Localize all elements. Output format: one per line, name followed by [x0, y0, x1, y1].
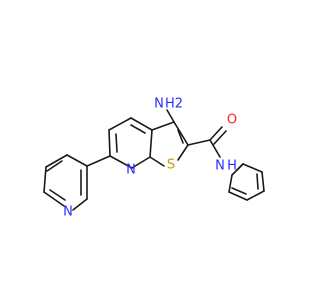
- bond: [209, 126, 223, 141]
- bond: [256, 173, 259, 190]
- bond: [242, 163, 263, 173]
- bond: [130, 124, 146, 134]
- bond: [66, 154, 88, 167]
- bond: [108, 117, 132, 131]
- amide-hydrogen-label: H: [227, 159, 237, 174]
- bond: [228, 191, 248, 201]
- bond: [43, 191, 65, 207]
- bond: [46, 160, 63, 172]
- bond: [187, 139, 211, 146]
- bond: [177, 144, 189, 161]
- bond: [149, 129, 153, 158]
- bond: [173, 121, 189, 146]
- amine-hydrogen-label: H2: [165, 97, 183, 112]
- bond: [246, 190, 265, 201]
- bond: [131, 156, 151, 169]
- bond: [151, 121, 175, 131]
- bond: [149, 156, 165, 167]
- substituent-pyridine-nitrogen-label: N: [63, 205, 73, 220]
- bonds: [43, 109, 265, 211]
- bond: [45, 154, 68, 168]
- amine-nitrogen-label: N: [154, 97, 164, 112]
- bond: [86, 155, 111, 167]
- bond: [213, 130, 227, 145]
- bond: [43, 166, 47, 193]
- bond: [261, 171, 265, 192]
- bond: [130, 117, 153, 131]
- bond: [49, 189, 66, 201]
- carbonyl-oxygen-label: O: [227, 113, 237, 128]
- bond: [115, 133, 118, 153]
- atom-labels: N H2 O N H S N N: [63, 97, 237, 220]
- bond: [209, 139, 221, 158]
- bond: [72, 198, 88, 211]
- bond: [236, 163, 244, 171]
- bond: [231, 187, 247, 195]
- fused-pyridine-nitrogen-label: N: [126, 163, 136, 178]
- thiophene-sulfur-label: S: [167, 158, 175, 173]
- bond: [109, 155, 133, 169]
- bond: [177, 129, 184, 144]
- bond: [166, 109, 175, 123]
- molecule-structure-diagram: N H2 O N H S N N: [43, 97, 265, 220]
- amide-nitrogen-label: N: [215, 159, 225, 174]
- bond: [228, 174, 233, 193]
- bond: [108, 129, 111, 157]
